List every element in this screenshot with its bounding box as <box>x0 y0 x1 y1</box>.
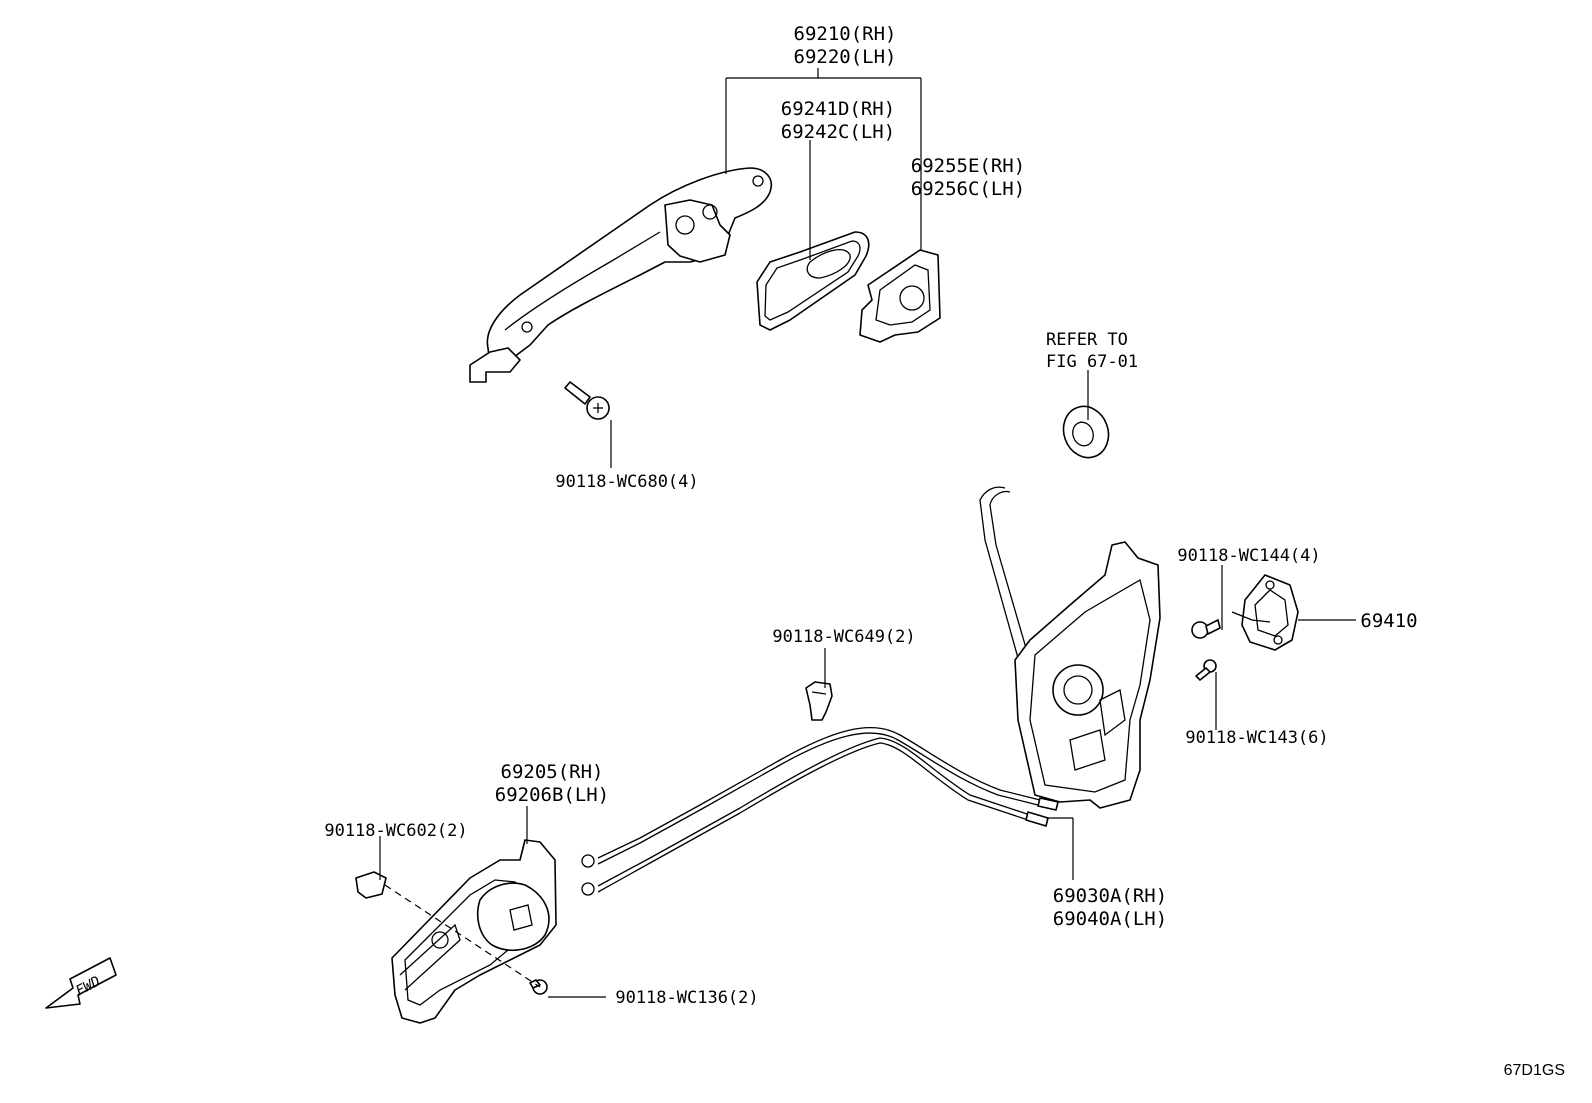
callout-pad-front-rh: 69241D(RH) <box>781 98 895 120</box>
striker <box>1231 574 1299 651</box>
callout-handle-lh: 69220(LH) <box>794 46 897 68</box>
outside-handle <box>469 167 772 383</box>
lock-assembly <box>979 486 1161 809</box>
inside-handle <box>391 839 557 1024</box>
cables <box>581 727 1059 896</box>
callout-striker: 69410 <box>1360 610 1417 632</box>
callout-pad-rear-lh: 69256C(LH) <box>911 178 1025 200</box>
callout-clip: 90118-WC649(2) <box>772 627 915 647</box>
callout-refer-1: REFER TO <box>1046 330 1128 350</box>
assembly-dash-line <box>384 884 541 988</box>
callout-pad-rear-rh: 69255E(RH) <box>911 155 1025 177</box>
callout-bolt-lock-top: 90118-WC144(4) <box>1177 546 1320 566</box>
clip-cable <box>805 681 833 721</box>
inside-clip <box>355 871 387 899</box>
callout-handle-rh: 69210(RH) <box>794 23 897 45</box>
callout-bolt-lock-bottom: 90118-WC143(6) <box>1185 728 1328 748</box>
bolt-handle <box>564 381 610 420</box>
callout-lock-assy-lh: 69040A(LH) <box>1053 908 1167 930</box>
rear-pad <box>859 249 941 343</box>
front-pad <box>756 231 870 331</box>
callout-screw-inside: 90118-WC136(2) <box>615 988 758 1008</box>
grommet <box>1062 405 1110 459</box>
fwd-arrow-icon: FWD <box>45 957 117 1009</box>
callout-lock-assy-rh: 69030A(RH) <box>1053 885 1167 907</box>
leader-lines <box>379 68 1356 998</box>
inside-screw <box>529 979 548 995</box>
callout-bolt-handle: 90118-WC680(4) <box>555 472 698 492</box>
lock-bolts <box>1191 619 1221 681</box>
callout-clip-inside: 90118-WC602(2) <box>324 821 467 841</box>
callout-inside-handle-lh: 69206B(LH) <box>495 784 609 806</box>
diagram-code: 67D1GS <box>1504 1062 1565 1079</box>
callout-inside-handle-rh: 69205(RH) <box>501 761 604 783</box>
callout-pad-front-lh: 69242C(LH) <box>781 121 895 143</box>
callout-refer-2: FIG 67-01 <box>1046 352 1138 372</box>
